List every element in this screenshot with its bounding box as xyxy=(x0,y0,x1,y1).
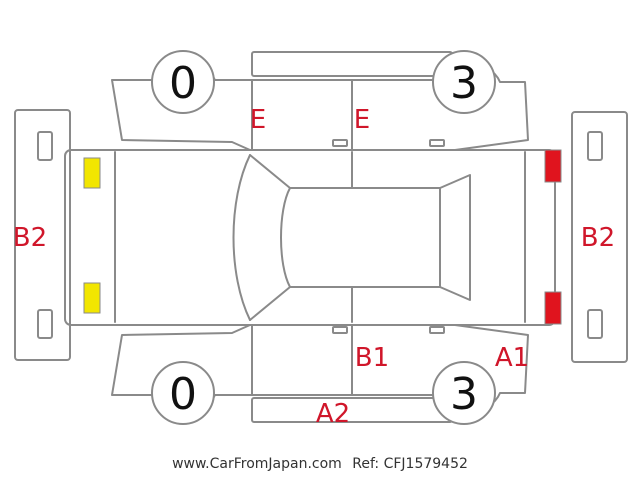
front-light-top xyxy=(83,157,101,189)
damage-label-side-sill-bottom: A2 xyxy=(316,399,350,429)
wheel-top-right-number: 3 xyxy=(450,58,478,109)
wheel-top-left: 0 xyxy=(151,50,215,114)
damage-label-door-rear-bottom: B1 xyxy=(355,343,389,373)
front-bumper xyxy=(14,109,71,361)
footer-reference: www.CarFromJapan.com Ref: CFJ1579452 xyxy=(0,456,640,472)
front-light-bottom xyxy=(83,282,101,314)
wheel-bottom-right-number: 3 xyxy=(450,369,478,420)
wheel-bottom-left: 0 xyxy=(151,361,215,425)
wheel-bottom-right: 3 xyxy=(432,361,496,425)
damage-label-front-bumper: B2 xyxy=(13,223,47,253)
car-body xyxy=(64,149,556,326)
damage-label-rear-bumper: B2 xyxy=(581,223,615,253)
damage-label-door-rear-top: E xyxy=(354,105,370,135)
rear-light-bottom xyxy=(544,291,562,325)
damage-label-rear-quarter-bottom: A1 xyxy=(495,343,529,373)
footer-ref: Ref: CFJ1579452 xyxy=(352,456,468,472)
wheel-top-left-number: 0 xyxy=(169,58,197,109)
wheel-bottom-left-number: 0 xyxy=(169,369,197,420)
rear-light-top xyxy=(544,149,562,183)
wheel-top-right: 3 xyxy=(432,50,496,114)
damage-label-door-front-top: E xyxy=(250,105,266,135)
footer-site: www.CarFromJapan.com xyxy=(172,456,342,472)
rear-bumper xyxy=(571,111,628,363)
